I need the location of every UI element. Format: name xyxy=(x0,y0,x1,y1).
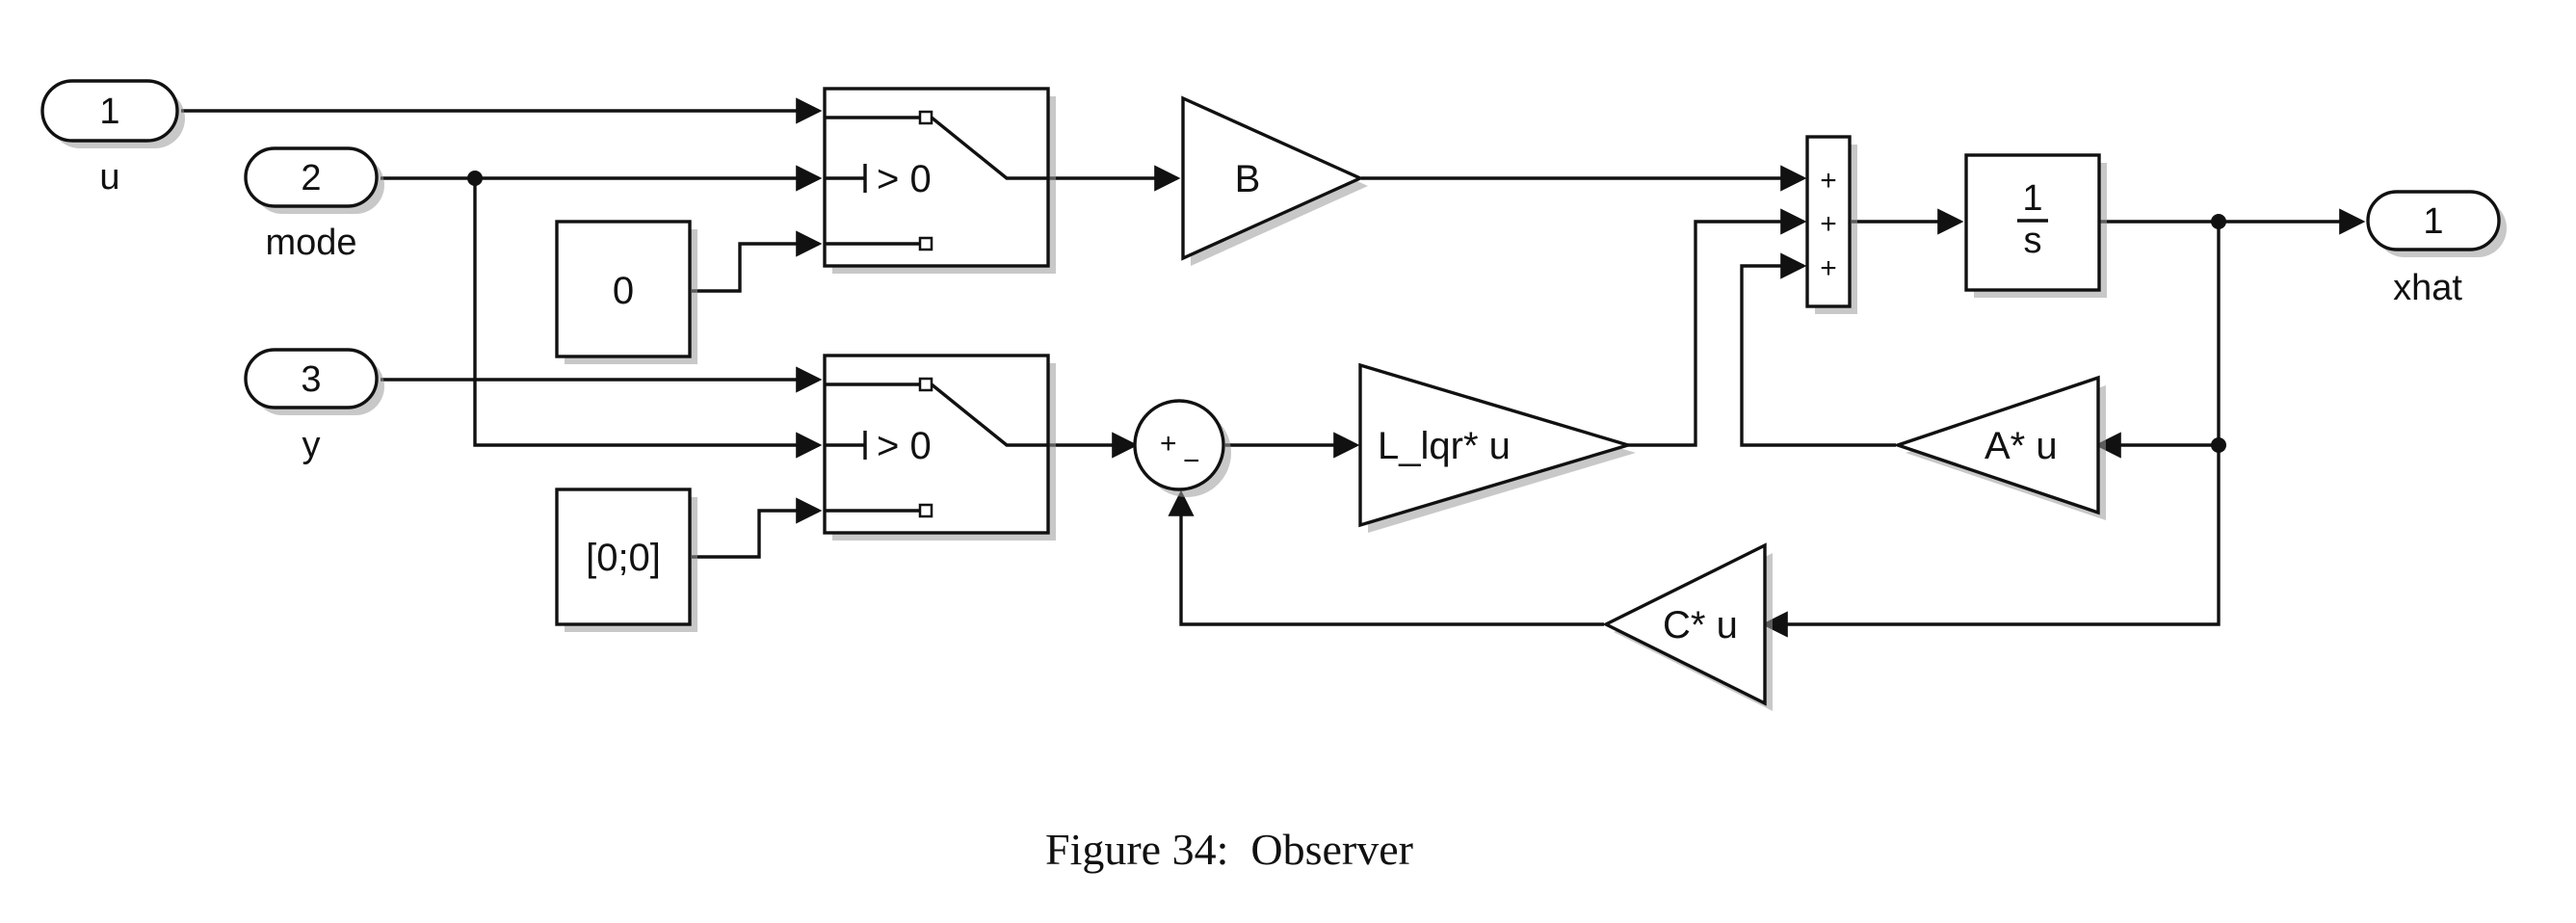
inport-mode[interactable]: 2 mode xyxy=(244,146,384,263)
wire-feedback-to-A xyxy=(2094,222,2221,459)
sum3-sign-2: + xyxy=(1820,208,1837,240)
switch-upper[interactable]: > 0 xyxy=(823,87,1056,274)
inport-u-name: u xyxy=(99,157,119,198)
gain-L-lqr[interactable]: L_lqr* u xyxy=(1358,362,1636,533)
sum3-sign-1: + xyxy=(1820,165,1837,197)
integrator-block[interactable]: 1 s xyxy=(1964,153,2107,298)
outport-xhat-number: 1 xyxy=(2423,201,2443,242)
wire-const0-to-switch1 xyxy=(692,230,823,293)
wire-feedback-to-C xyxy=(1761,445,2221,638)
wire-A-to-sum3 xyxy=(1740,252,1896,447)
sum-three-input-block[interactable]: + + + xyxy=(1805,135,1857,314)
wire-L-to-sum3 xyxy=(1628,208,1807,447)
constant-zero-vector-value: [0;0] xyxy=(586,537,661,579)
wire-mode-to-switch2 xyxy=(473,178,823,459)
branch-point-mode xyxy=(467,171,483,186)
gain-B-label: B xyxy=(1235,158,1261,200)
wire-C-to-sum2 xyxy=(1168,489,1604,626)
outport-xhat-name: xhat xyxy=(2393,268,2462,308)
gain-L-label: L_lqr* u xyxy=(1378,425,1511,467)
wire-const00-to-switch2 xyxy=(692,497,823,559)
inport-u-number: 1 xyxy=(99,92,119,132)
integrator-denominator: s xyxy=(2024,221,2042,261)
inport-mode-number: 2 xyxy=(301,158,321,198)
branch-point-feedback xyxy=(2211,437,2226,453)
outport-xhat[interactable]: 1 xhat xyxy=(2366,190,2507,308)
branch-point-xhat xyxy=(2211,214,2226,229)
sum-plus-sign: + xyxy=(1160,428,1177,460)
inport-mode-name: mode xyxy=(265,223,356,263)
switch-upper-threshold: > 0 xyxy=(877,158,932,200)
gain-A[interactable]: A* u xyxy=(1892,375,2106,520)
gain-C-label: C* u xyxy=(1663,604,1738,646)
inport-u[interactable]: 1 u xyxy=(40,79,185,198)
constant-zero-vector-block[interactable]: [0;0] xyxy=(555,488,697,632)
integrator-numerator: 1 xyxy=(2022,178,2042,219)
inport-y[interactable]: 3 y xyxy=(244,348,384,465)
gain-A-label: A* u xyxy=(1985,425,2058,467)
inport-y-number: 3 xyxy=(301,359,321,400)
switch-lower[interactable]: > 0 xyxy=(823,354,1056,541)
constant-zero-block[interactable]: 0 xyxy=(555,220,697,364)
gain-B[interactable]: B xyxy=(1181,95,1368,266)
switch-lower-threshold: > 0 xyxy=(877,425,932,467)
sum-minus-sign: − xyxy=(1183,445,1200,477)
constant-zero-value: 0 xyxy=(613,270,634,312)
gain-C[interactable]: C* u xyxy=(1602,542,1773,711)
figure-caption: Figure 34: Observer xyxy=(1045,825,1413,874)
signal-wires xyxy=(181,97,2366,638)
sum3-sign-3: + xyxy=(1820,252,1837,284)
inport-y-name: y xyxy=(302,425,321,465)
sum-subtract-block[interactable]: + − xyxy=(1133,399,1231,497)
